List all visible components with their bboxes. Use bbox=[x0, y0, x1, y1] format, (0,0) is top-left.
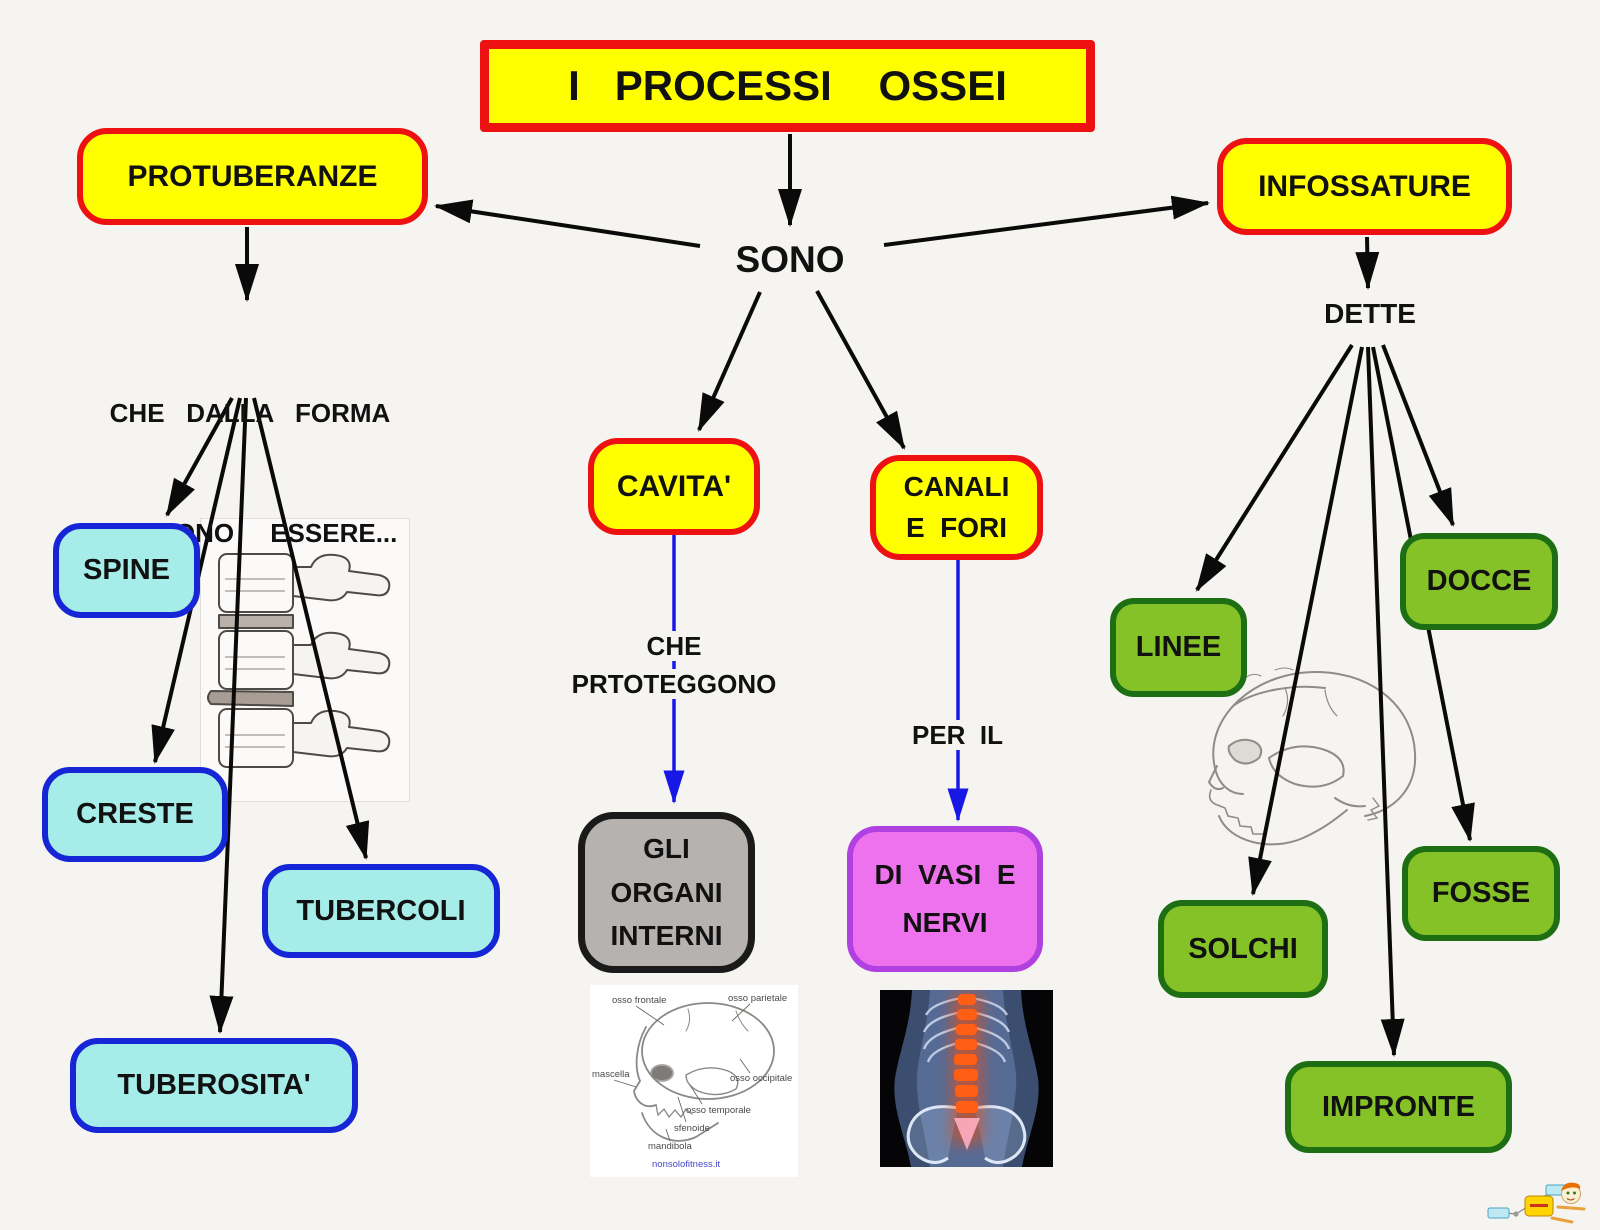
arrow-forma-to-spine bbox=[165, 397, 234, 517]
node-vasi-label-line1: DI VASI E bbox=[874, 859, 1016, 891]
node-infossature[interactable]: INFOSSATURE bbox=[1217, 138, 1512, 235]
skull-credit-link[interactable]: nonsolofitness.it bbox=[652, 1159, 720, 1170]
node-creste[interactable]: CRESTE bbox=[42, 767, 228, 862]
node-impronte-label: IMPRONTE bbox=[1321, 1090, 1476, 1123]
node-title[interactable]: I PROCESSI OSSEI bbox=[480, 40, 1095, 132]
node-cavita[interactable]: CAVITA' bbox=[588, 438, 760, 535]
skull-label-occipitale: osso occipitale bbox=[730, 1073, 792, 1084]
node-solchi-label: SOLCHI bbox=[1188, 932, 1298, 965]
spine-xray bbox=[880, 990, 1053, 1167]
node-spine[interactable]: SPINE bbox=[53, 523, 200, 618]
node-fosse-label: FOSSE bbox=[1431, 877, 1531, 910]
link-word-dette: DETTE bbox=[1324, 298, 1416, 329]
node-organi-label-line1: GLI bbox=[643, 833, 690, 865]
node-fosse[interactable]: FOSSE bbox=[1402, 846, 1560, 941]
node-docce-label: DOCCE bbox=[1426, 565, 1532, 598]
node-tuberosita-label: TUBEROSITA' bbox=[117, 1069, 311, 1102]
skull-label-frontale: osso frontale bbox=[612, 995, 666, 1006]
skull-label-mascella: mascella bbox=[592, 1069, 630, 1080]
arrow-dette-to-impronte bbox=[1366, 346, 1405, 1057]
node-cavita-label: CAVITA' bbox=[616, 469, 732, 503]
node-protuberanze[interactable]: PROTUBERANZE bbox=[77, 128, 428, 225]
node-creste-label: CRESTE bbox=[76, 798, 194, 831]
skull-labeled-sketch-image: osso frontale osso parietale mascella os… bbox=[590, 985, 798, 1177]
arrow-forma-to-tubercoli bbox=[252, 397, 370, 860]
link-word-sono: SONO bbox=[735, 239, 845, 280]
spine-xray-image bbox=[880, 990, 1053, 1167]
arrow-dette-to-linee bbox=[1195, 343, 1354, 592]
node-organi-label-line3: INTERNI bbox=[610, 920, 723, 952]
skull-side-sketch bbox=[1207, 667, 1417, 846]
node-canali-label-line2: E FORI bbox=[905, 511, 1008, 543]
arrow-infossature-to-dette bbox=[1355, 236, 1380, 290]
skull-labeled-sketch: osso frontale osso parietale mascella os… bbox=[592, 993, 792, 1170]
node-impronte[interactable]: IMPRONTE bbox=[1285, 1061, 1512, 1153]
node-vasi-label-line2: NERVI bbox=[902, 907, 988, 938]
skull-side-sketch-image bbox=[1185, 648, 1423, 860]
skull-label-sfenoide: sfenoide bbox=[674, 1123, 710, 1134]
arrow-sono-to-canali bbox=[815, 290, 906, 450]
node-canali-label-line1: CANALI bbox=[903, 470, 1010, 502]
link-word-che-proteggono: CHE PRTOTEGGONO bbox=[555, 628, 793, 703]
node-canali-e-fori[interactable]: CANALI E FORI bbox=[870, 455, 1043, 560]
node-infossature-label: INFOSSATURE bbox=[1258, 169, 1471, 203]
node-organi-interni[interactable]: GLI ORGANI INTERNI bbox=[578, 812, 755, 973]
node-title-label: I PROCESSI OSSEI bbox=[568, 61, 1007, 109]
mascot-logo bbox=[1487, 1182, 1586, 1224]
node-tuberosita[interactable]: TUBEROSITA' bbox=[70, 1038, 358, 1133]
arrow-dette-to-solchi bbox=[1248, 346, 1364, 896]
node-solchi[interactable]: SOLCHI bbox=[1158, 900, 1328, 998]
node-linee[interactable]: LINEE bbox=[1110, 598, 1247, 697]
concept-map-software-logo bbox=[1486, 1178, 1588, 1225]
arrow-sono-to-protuberanze bbox=[434, 199, 701, 248]
node-vasi-e-nervi[interactable]: DI VASI E NERVI bbox=[847, 826, 1043, 972]
node-protuberanze-label: PROTUBERANZE bbox=[127, 159, 378, 193]
node-tubercoli-label: TUBERCOLI bbox=[296, 894, 466, 927]
node-organi-label-line2: ORGANI bbox=[610, 876, 723, 908]
skull-label-temporale: osso temporale bbox=[686, 1105, 751, 1116]
skull-label-parietale: osso parietale bbox=[728, 993, 787, 1004]
node-spine-label: SPINE bbox=[82, 554, 171, 587]
arrow-sono-to-infossature bbox=[883, 195, 1210, 247]
arrow-forma-to-tuberosita bbox=[209, 397, 248, 1034]
arrow-dette-to-docce bbox=[1381, 344, 1455, 527]
vertebrae-sketch-image bbox=[200, 518, 410, 802]
node-linee-label: LINEE bbox=[1135, 631, 1222, 664]
node-docce[interactable]: DOCCE bbox=[1400, 533, 1558, 630]
arrow-sono-to-cavita bbox=[697, 291, 762, 432]
node-tubercoli[interactable]: TUBERCOLI bbox=[262, 864, 500, 958]
skull-label-mandibola: mandibola bbox=[648, 1141, 693, 1152]
